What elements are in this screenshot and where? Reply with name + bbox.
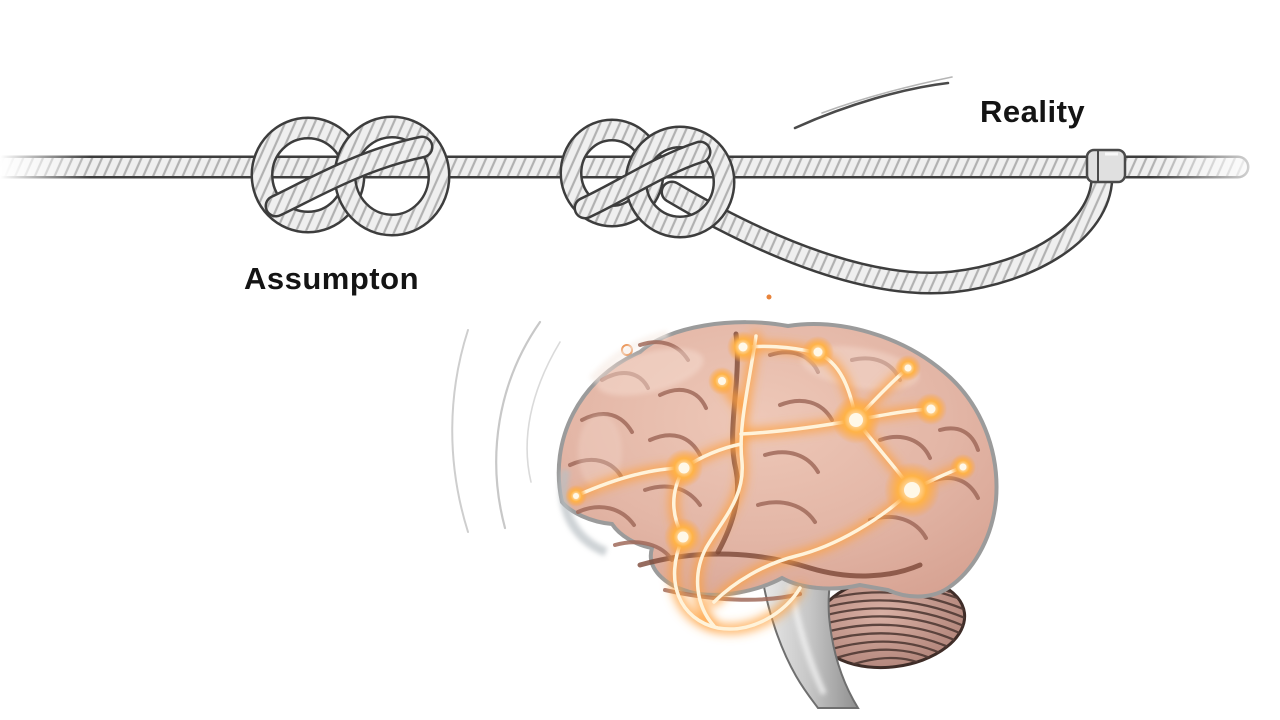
rope-fade-left	[0, 138, 90, 200]
rope-loop	[672, 178, 1102, 283]
neural-nodes	[565, 331, 976, 556]
neural-network	[565, 331, 976, 634]
swoosh-light-line	[821, 76, 953, 114]
rope-fade-right	[1150, 138, 1280, 200]
swoosh-lines	[793, 76, 953, 130]
brain	[556, 320, 999, 709]
brain-highlights	[578, 346, 920, 490]
label-assumption: Assumpton	[244, 261, 419, 296]
rope-ferrule	[1085, 148, 1127, 184]
motion-arcs	[451, 320, 561, 533]
swoosh-dark-line	[793, 81, 950, 130]
spark-dot	[766, 294, 772, 300]
label-reality: Reality	[980, 94, 1085, 129]
